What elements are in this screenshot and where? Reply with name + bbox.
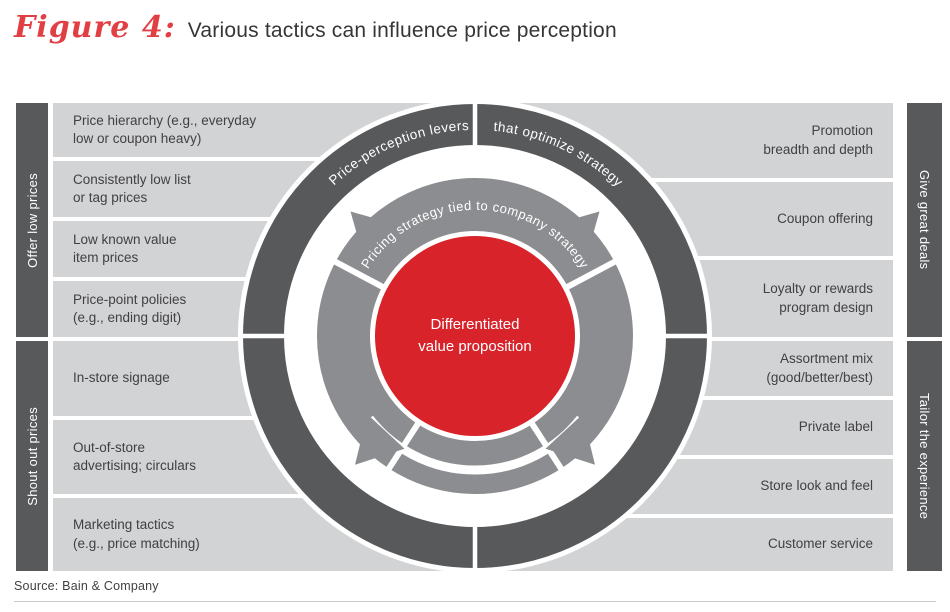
section-label-tailor-the-experience: Tailor the experience [917,392,932,520]
tactic-text: Private label [798,419,873,435]
center-circle [375,236,575,436]
section-bar-shout-out-prices: Shout out prices [16,341,48,571]
outer-ring-dividers [239,100,711,572]
price-perception-ring-diagram: Price-perception levers that optimize st… [238,99,712,573]
section-label-give-great-deals: Give great deals [917,170,932,270]
section-label-offer-low-prices: Offer low prices [24,172,40,268]
tactic-text: Customer service [767,536,873,552]
footer-divider [14,601,936,602]
tactic-text: Coupon offering [777,210,873,226]
tactic-text: Store look and feel [760,478,873,494]
tactic-text: Price hierarchy (e.g., everyday low or c… [73,112,257,146]
center-label-line1: Differentiated [431,316,520,333]
tactic-text: Low known value item prices [73,231,177,265]
section-label-shout-out-prices: Shout out prices [24,406,40,506]
section-bar-give-great-deals: Give great deals [907,103,942,337]
figure-title: Figure 4: Various tactics can influence … [14,10,617,45]
figure-number-label: Figure 4: [14,10,176,45]
tactic-text: Out-of-store advertising; circulars [73,439,197,473]
middle-ring-gaps [329,256,621,475]
arrowhead-top-left-icon [350,211,401,262]
tactic-text: In-store signage [73,370,170,386]
arrowhead-bottom-right-icon [545,414,595,465]
tactic-text: Price-point policies (e.g., ending digit… [73,291,187,325]
tactic-text: Consistently low list or tag prices [73,171,191,205]
tactic-text: Loyalty or rewards program design [762,281,873,315]
tactic-text: Marketing tactics (e.g., price matching) [73,517,200,551]
arrowhead-top-right-icon [549,211,600,262]
figure-title-text: Various tactics can influence price perc… [187,19,617,42]
section-bar-tailor-the-experience: Tailor the experience [907,341,942,571]
arrowhead-bottom-left-icon [355,414,405,465]
tactic-text: Assortment mix (good/better/best) [766,351,873,385]
cycle-arrowheads [350,211,600,465]
section-bar-offer-low-prices: Offer low prices [16,103,48,337]
center-label-line2: value proposition [418,338,531,355]
tactic-text: Promotion breadth and depth [763,123,873,157]
source-note: Source: Bain & Company [14,579,159,593]
